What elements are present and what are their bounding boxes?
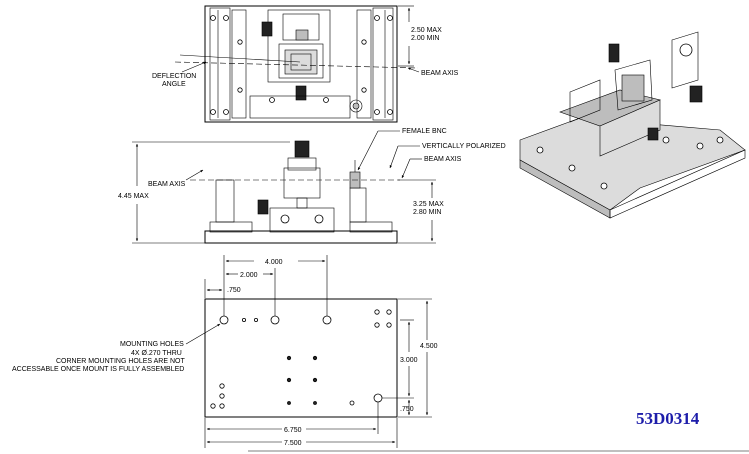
corner-holes-note-2: ACCESSABLE ONCE MOUNT IS FULLY ASSEMBLED	[12, 366, 184, 373]
dim-4000: 4.000	[265, 259, 283, 266]
dim-750-right: .750	[400, 406, 414, 413]
base-view: 4.000 2.000 .750 4.500 3.000 .750 6.750 …	[12, 255, 438, 448]
top-beam-axis-label: BEAM AXIS	[421, 70, 459, 77]
dim-6750: 6.750	[284, 427, 302, 434]
bnc-connector-icon	[689, 85, 703, 103]
side-view-base	[204, 230, 398, 244]
top-dim-max: 2.50 MAX	[411, 27, 442, 34]
knob-icon	[295, 85, 307, 101]
top-dim-min: 2.00 MIN	[411, 35, 439, 42]
mounting-holes-spec: 4X Ø.270 THRU	[131, 350, 182, 357]
top-view: 2.50 MAX 2.00 MIN DEFLECTION ANGLE BEAM …	[152, 5, 459, 123]
mounting-hole	[219, 315, 229, 325]
base-plate-outline	[204, 298, 398, 418]
corner-holes-note: CORNER MOUNTING HOLES ARE NOT	[56, 358, 185, 365]
vertically-polarized-label: VERTICALLY POLARIZED	[422, 143, 506, 150]
side-height-max: 4.45 MAX	[118, 193, 149, 200]
dim-3000: 3.000	[400, 357, 418, 364]
deflection-label: DEFLECTION	[152, 73, 196, 80]
mounting-hole	[270, 315, 280, 325]
knob-icon	[294, 140, 310, 158]
knob-icon	[608, 43, 620, 63]
female-bnc-label: FEMALE BNC	[402, 128, 447, 135]
isometric-view	[519, 31, 746, 219]
mounting-hole	[322, 315, 332, 325]
mounting-holes-note: MOUNTING HOLES	[120, 341, 184, 348]
part-number: 53D0314	[636, 409, 700, 428]
knob-icon	[261, 21, 273, 37]
side-dim-min: 2.80 MIN	[413, 209, 441, 216]
dim-750-top: .750	[227, 287, 241, 294]
side-view: 4.45 MAX BEAM AXIS 3.25 MAX 2.80 MIN FEM…	[118, 128, 506, 244]
dim-2000: 2.000	[240, 272, 258, 279]
knob-icon	[647, 127, 659, 141]
side-beam-axis-right: BEAM AXIS	[424, 156, 462, 163]
deflection-label-2: ANGLE	[162, 81, 186, 88]
dim-4500: 4.500	[420, 343, 438, 350]
knob-icon	[257, 199, 269, 215]
side-beam-axis-left: BEAM AXIS	[148, 181, 186, 188]
beam-axis-line	[174, 61, 419, 69]
mounting-hole	[373, 393, 383, 403]
bnc-connector-icon	[349, 99, 363, 113]
side-dim-max: 3.25 MAX	[413, 201, 444, 208]
dim-7500: 7.500	[284, 440, 302, 447]
